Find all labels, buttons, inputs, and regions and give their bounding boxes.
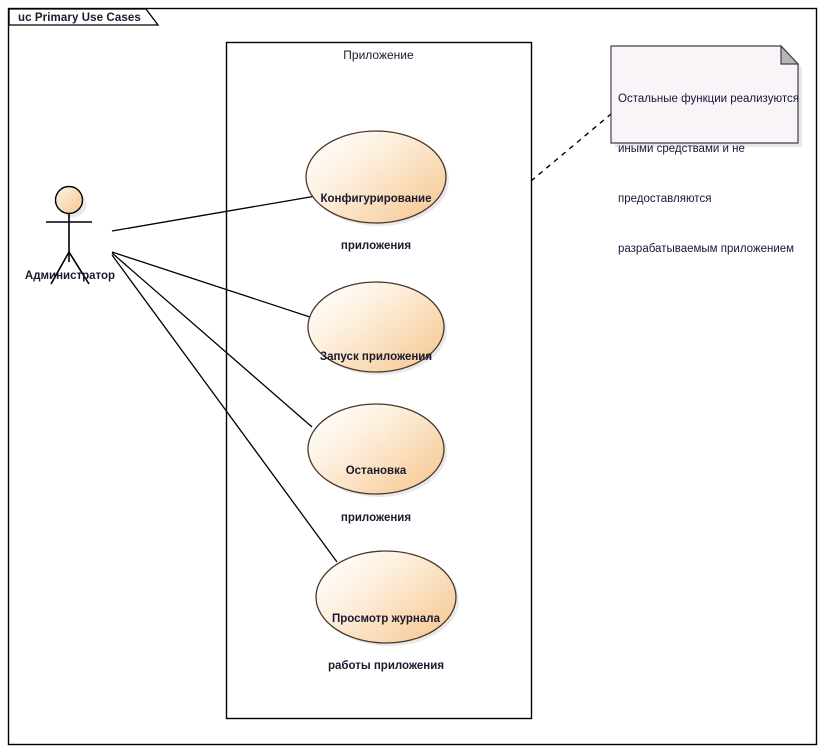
diagram-frame <box>7 7 818 746</box>
association-view-log <box>111 254 338 563</box>
association-stop <box>111 252 313 428</box>
use-case-ellipse-view-log[interactable] <box>315 550 457 644</box>
uc-line-1: Просмотр журнала <box>332 613 440 626</box>
association-lines <box>111 195 338 563</box>
note-anchor-line <box>530 113 612 182</box>
use-case-label-stop: Остановка приложения <box>306 433 446 557</box>
use-case-ellipse-start[interactable] <box>307 281 445 373</box>
uc-line-1: Конфигурирование <box>320 193 432 206</box>
association-configure <box>111 195 317 232</box>
use-case-label-start: Запуск приложения <box>306 319 446 397</box>
uc-line-2: работы приложения <box>327 659 445 672</box>
use-case-ellipse-stop[interactable] <box>307 403 445 495</box>
use-case-label-view-log: Просмотр журнала работы приложения <box>311 581 461 705</box>
note-line-4: разрабатываемым приложением <box>618 243 795 256</box>
uc-line-1: Остановка <box>345 465 407 478</box>
note-box <box>610 44 802 147</box>
uc-line-2: приложения <box>340 511 412 524</box>
note-line-1: Остальные функции реализуются <box>618 93 799 106</box>
actor-stick-figure-icon <box>46 185 92 285</box>
note-line-2: иными средствами и не <box>618 143 745 156</box>
boundary-title: Приложение <box>343 48 414 62</box>
frame-title: uc Primary Use Cases <box>18 12 141 24</box>
note-line-3: предоставляются <box>618 193 712 206</box>
association-start <box>111 251 314 319</box>
uc-line-2: приложения <box>340 239 412 252</box>
uc-line-1: Запуск приложения <box>319 351 433 364</box>
use-case-ellipse-configure[interactable] <box>305 130 447 224</box>
note-body <box>610 45 799 144</box>
actor-label: Администратор <box>24 270 116 282</box>
use-case-ellipses <box>305 130 459 646</box>
note-text: Остальные функции реализуются иными сред… <box>618 58 799 291</box>
use-case-label-configure: Конфигурирование приложения <box>306 161 446 285</box>
note-fold-icon <box>780 44 800 65</box>
frame-title-tab <box>8 8 160 26</box>
